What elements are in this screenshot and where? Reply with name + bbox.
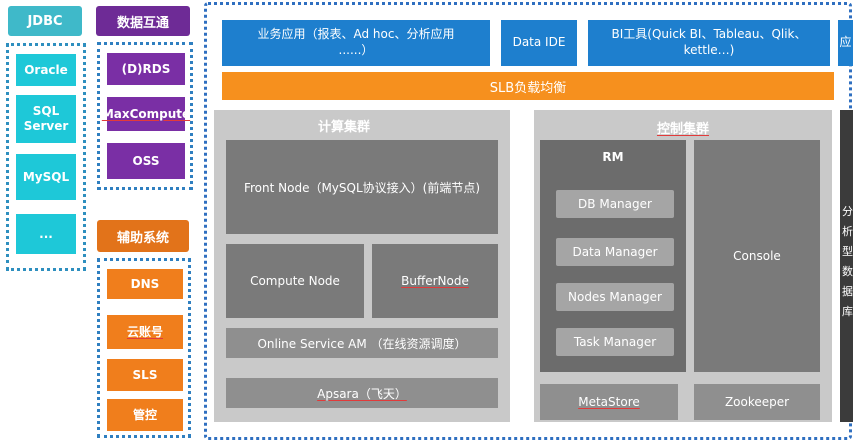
jdbc-group: Oracle SQL Server MySQL ... — [6, 43, 86, 271]
buffer-node-box: BufferNode — [372, 244, 498, 318]
rm-item-nodes-manager: Nodes Manager — [556, 283, 674, 311]
jdbc-item-mysql: MySQL — [16, 154, 76, 200]
rm-item-db-manager: DB Manager — [556, 190, 674, 218]
online-service-am-box: Online Service AM （在线资源调度） — [226, 328, 498, 358]
front-node-box: Front Node（MySQL协议接入）(前端节点) — [226, 140, 498, 234]
data-ide-box: Data IDE — [501, 20, 577, 66]
right-app-box: 应 — [838, 20, 853, 66]
aux-system-group: DNS 云账号 SLS 管控 — [97, 258, 191, 438]
bi-tools-box: BI工具(Quick BI、Tableau、Qlik、kettle…) — [588, 20, 830, 66]
right-edge-bar: 分析型数据库 — [840, 110, 853, 422]
rm-item-data-manager: Data Manager — [556, 238, 674, 266]
data-exchange-group: (D)RDS MaxCompute OSS — [97, 42, 193, 190]
data-exchange-item-oss: OSS — [107, 143, 185, 179]
jdbc-item-sqlserver: SQL Server — [16, 95, 76, 143]
apsara-box: Apsara（飞天） — [226, 378, 498, 408]
aux-item-sls: SLS — [107, 359, 183, 391]
right-edge-text: 分析型数据库 — [842, 205, 853, 318]
compute-node-box: Compute Node — [226, 244, 364, 318]
compute-cluster-title: 计算集群 — [317, 120, 370, 135]
console-box: Console — [694, 140, 820, 372]
aux-item-dns: DNS — [107, 269, 183, 299]
metastore-box: MetaStore — [540, 384, 678, 420]
aux-system-header: 辅助系统 — [97, 220, 189, 252]
data-exchange-item-maxcompute: MaxCompute — [102, 97, 190, 131]
data-exchange-item-rds: (D)RDS — [107, 53, 185, 85]
control-cluster-title: 控制集群 — [656, 122, 709, 137]
jdbc-item-oracle: Oracle — [16, 54, 76, 86]
slb-load-balancer: SLB负载均衡 — [222, 72, 834, 100]
aux-item-control: 管控 — [107, 399, 183, 431]
rm-item-task-manager: Task Manager — [556, 328, 674, 356]
data-exchange-header: 数据互通 — [96, 6, 190, 36]
zookeeper-box: Zookeeper — [694, 384, 820, 420]
rm-title: RM — [602, 150, 624, 164]
jdbc-item-more: ... — [16, 214, 76, 254]
business-apps-box: 业务应用（报表、Ad hoc、分析应用 ......） — [222, 20, 490, 66]
aux-item-cloud-account: 云账号 — [107, 315, 183, 349]
jdbc-header: JDBC — [8, 6, 82, 36]
